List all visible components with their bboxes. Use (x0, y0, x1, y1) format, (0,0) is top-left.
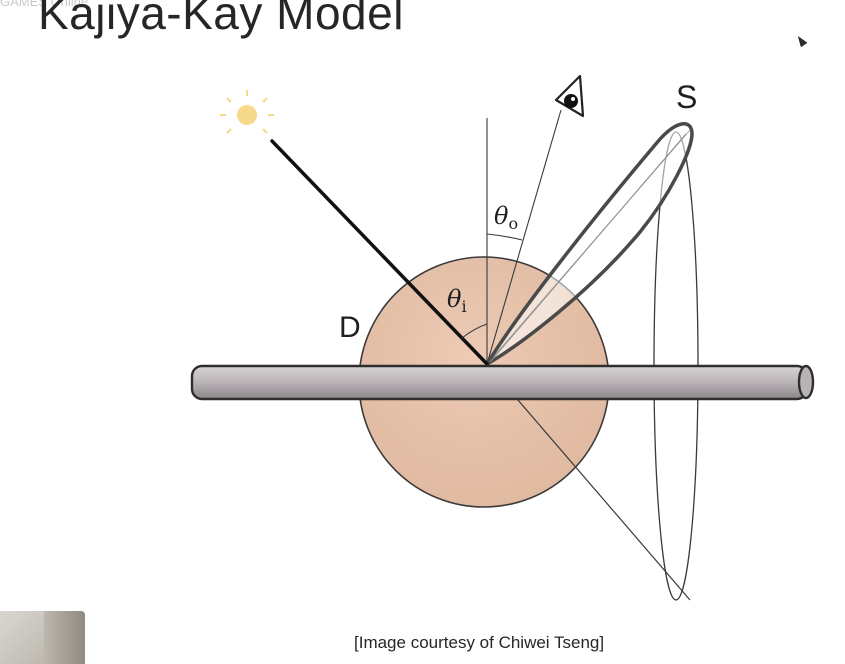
specular-label: S (676, 79, 697, 115)
theta-i-label: θi (447, 285, 467, 316)
faint-header-left: GAMES Online (0, 0, 89, 9)
theta-o-label: θo (494, 202, 518, 233)
incident-light-ray (270, 139, 489, 366)
specular-lobe (485, 122, 694, 366)
diffuse-label: D (339, 311, 361, 344)
slide-title: Kajiya-Kay Model (38, 0, 404, 39)
webcam-thumbnail[interactable] (0, 611, 85, 664)
hair-strand-end (797, 364, 815, 400)
lobe-axis (489, 133, 687, 363)
cone-edge-lower (486, 363, 691, 601)
theta-o-arc (486, 233, 523, 241)
webcam-shade (44, 611, 85, 664)
sun-icon (220, 90, 274, 134)
hair-strand (190, 364, 809, 401)
image-credit-caption: [Image courtesy of Chiwei Tseng] (354, 633, 605, 652)
view-direction-line (486, 109, 562, 365)
eye-icon (554, 74, 585, 118)
theta-i-arc (461, 323, 488, 339)
